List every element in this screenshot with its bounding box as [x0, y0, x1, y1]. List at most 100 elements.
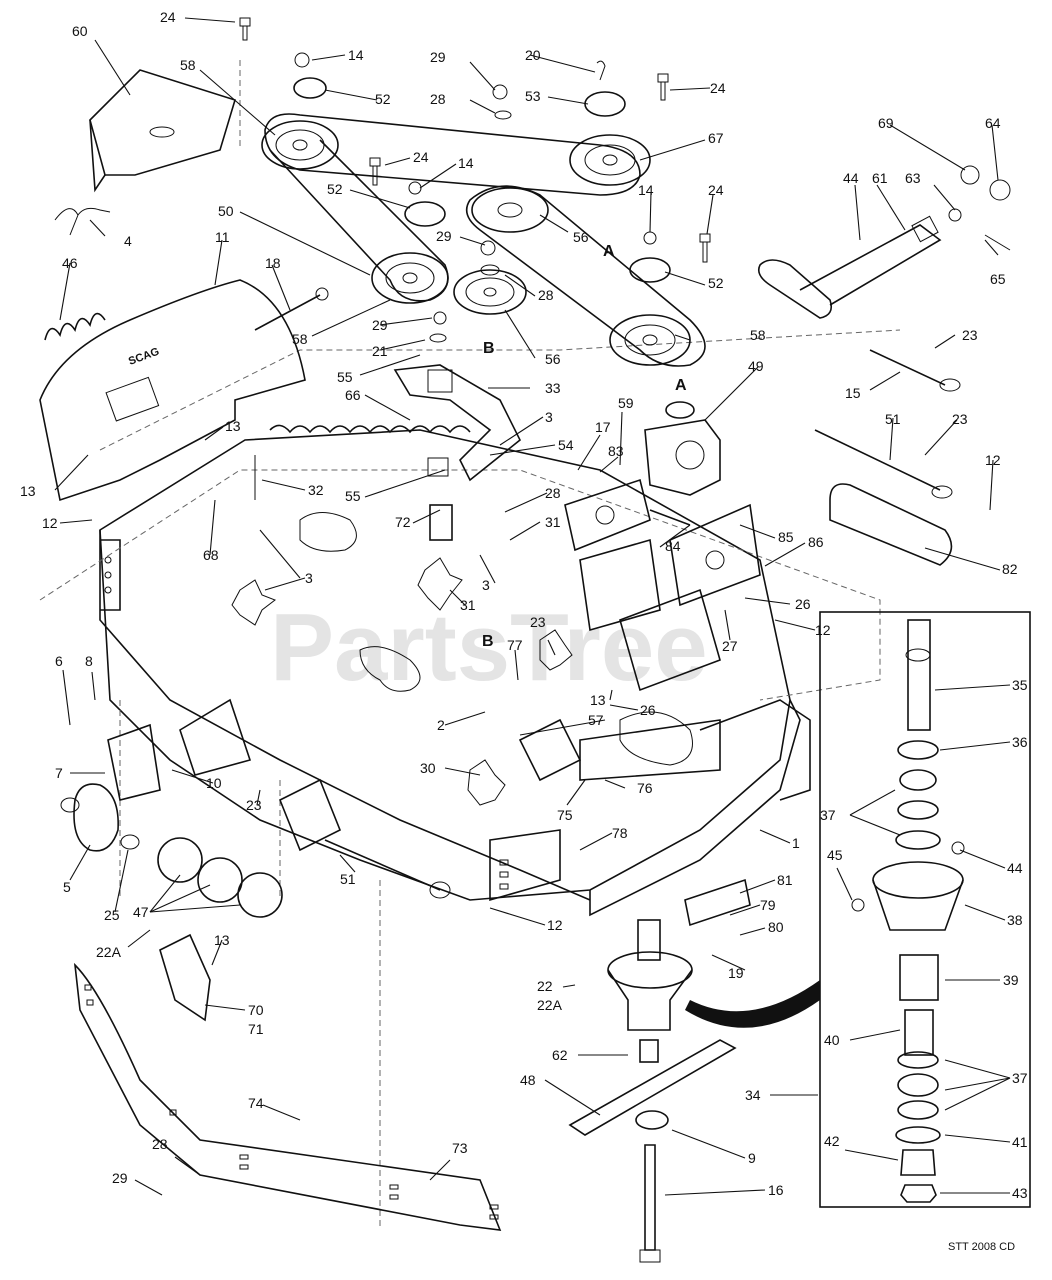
- callout: 28: [152, 1136, 168, 1152]
- callout: 35: [1012, 677, 1028, 693]
- callout: 60: [72, 23, 88, 39]
- callout: 22A: [96, 944, 122, 960]
- callout: 48: [520, 1072, 536, 1088]
- callout: 12: [985, 452, 1001, 468]
- callout: 20: [525, 47, 541, 63]
- callout: 77: [507, 637, 523, 653]
- callout: 12: [815, 622, 831, 638]
- callout: 8: [85, 653, 93, 669]
- callout: B: [482, 633, 494, 650]
- callout: 18: [265, 255, 281, 271]
- callout: 17: [595, 419, 611, 435]
- callout: A: [675, 377, 687, 394]
- callout: 53: [525, 88, 541, 104]
- callout: 1: [792, 835, 800, 851]
- callout: 2: [437, 717, 445, 733]
- callout: A: [603, 243, 615, 260]
- callout: 45: [827, 847, 843, 863]
- callout: 70: [248, 1002, 264, 1018]
- callout: 62: [552, 1047, 568, 1063]
- callout: 79: [760, 897, 776, 913]
- callout: 58: [180, 57, 196, 73]
- callout: 7: [55, 765, 63, 781]
- callout: 6: [55, 653, 63, 669]
- callout: 56: [545, 351, 561, 367]
- callout: 82: [1002, 561, 1018, 577]
- callout: 33: [545, 380, 561, 396]
- callout: 25: [104, 907, 120, 923]
- callout: 15: [845, 385, 861, 401]
- callout: 69: [878, 115, 894, 131]
- callout: 23: [530, 614, 546, 630]
- callout: 54: [558, 437, 574, 453]
- callout: 3: [545, 409, 553, 425]
- callout: 26: [795, 596, 811, 612]
- callout: 41: [1012, 1134, 1028, 1150]
- callout: 23: [246, 797, 262, 813]
- callout: 83: [608, 443, 624, 459]
- watermark: PartsTree: [270, 594, 708, 701]
- callout: 80: [768, 919, 784, 935]
- callout: 75: [557, 807, 573, 823]
- callout: 85: [778, 529, 794, 545]
- callout: 31: [460, 597, 476, 613]
- callout: 52: [327, 181, 343, 197]
- callout: 29: [436, 228, 452, 244]
- callout: 12: [547, 917, 563, 933]
- callout: 42: [824, 1133, 840, 1149]
- callout: 37: [1012, 1070, 1028, 1086]
- callout: 21: [372, 343, 388, 359]
- callout: 24: [710, 80, 726, 96]
- callout: 56: [573, 229, 589, 245]
- gearbox-assembly: [518, 401, 761, 782]
- callout: 28: [545, 485, 561, 501]
- callout: 55: [345, 488, 361, 504]
- callout: 43: [1012, 1185, 1028, 1201]
- callout: 14: [348, 47, 364, 63]
- callout: 24: [160, 9, 176, 25]
- callout: 67: [708, 130, 724, 146]
- callout: 84: [665, 538, 681, 554]
- callout: 46: [62, 255, 78, 271]
- callout: 32: [308, 482, 324, 498]
- callout: 3: [305, 570, 313, 586]
- callout: 5: [63, 879, 71, 895]
- callout: 74: [248, 1095, 264, 1111]
- callout: 28: [430, 91, 446, 107]
- callout: 11: [215, 229, 230, 245]
- callout: 12: [42, 515, 58, 531]
- drawing-code: STT 2008 CD: [948, 1241, 1015, 1253]
- callout: 63: [905, 170, 921, 186]
- callout: 58: [750, 327, 766, 343]
- callout: 61: [872, 170, 888, 186]
- callout: 55: [337, 369, 353, 385]
- callout: 36: [1012, 734, 1028, 750]
- callout: B: [483, 340, 495, 357]
- callout: 76: [637, 780, 653, 796]
- callout: 10: [206, 775, 222, 791]
- callout: 40: [824, 1032, 840, 1048]
- callout: 13: [590, 692, 606, 708]
- callout: 29: [372, 317, 388, 333]
- callout: 31: [545, 514, 561, 530]
- callout: 68: [203, 547, 219, 563]
- callout: 51: [340, 871, 356, 887]
- callout: 59: [618, 395, 634, 411]
- callout: 39: [1003, 972, 1019, 988]
- callout: 52: [708, 275, 724, 291]
- callout: 22A: [537, 997, 563, 1013]
- callout: 58: [292, 331, 308, 347]
- callout: 72: [395, 514, 411, 530]
- callout: 81: [777, 872, 793, 888]
- leader-lines: [54, 17, 1011, 1196]
- decal-text: SCAG: [127, 346, 161, 368]
- callout: 29: [430, 49, 446, 65]
- callout: 86: [808, 534, 824, 550]
- callout: 3: [482, 577, 490, 593]
- callout: 30: [420, 760, 436, 776]
- callout: 78: [612, 825, 628, 841]
- callout: 24: [413, 149, 429, 165]
- callout: 23: [962, 327, 978, 343]
- callout: 64: [985, 115, 1001, 131]
